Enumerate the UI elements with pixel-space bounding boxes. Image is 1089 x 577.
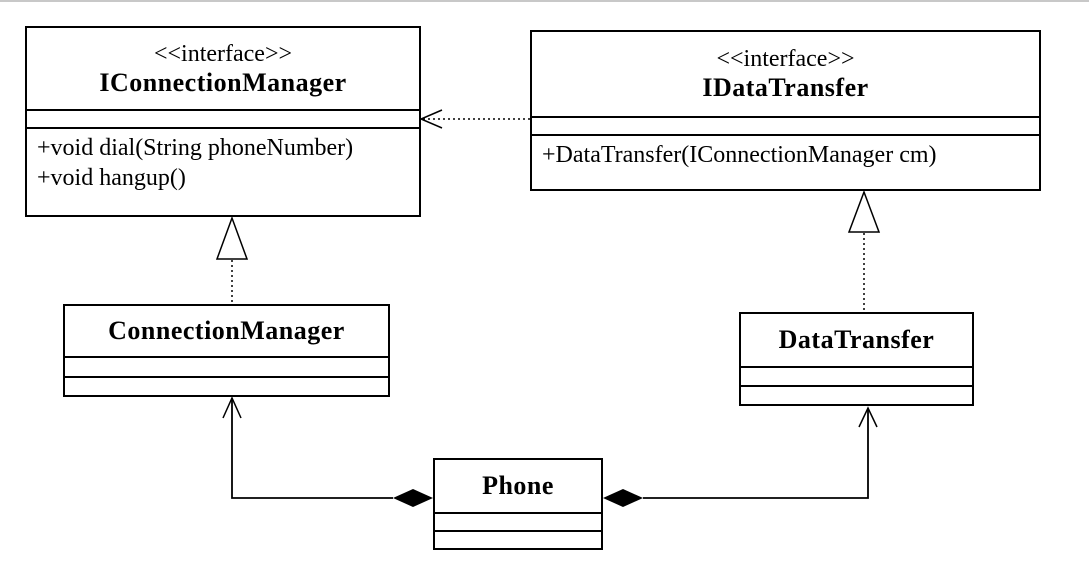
class-iconnection-manager[interactable]: <<interface>> IConnectionManager +void d… <box>25 26 421 217</box>
attributes-compartment <box>435 512 601 530</box>
operations-compartment <box>435 530 601 548</box>
operations-compartment: +void dial(String phoneNumber) +void han… <box>27 127 419 215</box>
realization-edge-connection-manager <box>215 215 249 303</box>
composition-diamond <box>393 489 433 507</box>
stereotype-label: <<interface>> <box>716 46 855 72</box>
class-idata-transfer[interactable]: <<interface>> IDataTransfer +DataTransfe… <box>530 30 1041 191</box>
dependency-edge <box>419 109 530 129</box>
composition-diamond <box>603 489 643 507</box>
operation: +void hangup() <box>37 165 186 191</box>
class-connection-manager[interactable]: ConnectionManager <box>63 304 390 397</box>
class-name: Phone <box>482 471 554 500</box>
class-header: Phone <box>435 460 601 512</box>
attributes-compartment <box>65 356 388 376</box>
class-name: IDataTransfer <box>702 73 869 102</box>
operations-compartment: +DataTransfer(IConnectionManager cm) <box>532 134 1039 189</box>
composition-edge-data-transfer <box>603 406 878 507</box>
operations-compartment <box>741 385 972 404</box>
realization-edge-data-transfer <box>847 189 881 311</box>
attributes-compartment <box>741 366 972 385</box>
operation: +void dial(String phoneNumber) <box>37 135 354 161</box>
navigation-arrowhead <box>858 406 878 428</box>
stereotype-label: <<interface>> <box>153 40 293 67</box>
class-header: <<interface>> IConnectionManager <box>27 28 419 109</box>
realization-arrowhead <box>215 215 249 260</box>
class-name: DataTransfer <box>778 325 935 354</box>
operation: +DataTransfer(IConnectionManager cm) <box>542 142 937 168</box>
operations-compartment <box>65 376 388 395</box>
attributes-compartment <box>532 116 1039 134</box>
realization-arrowhead <box>847 189 881 233</box>
attributes-compartment <box>27 109 419 127</box>
class-header: <<interface>> IDataTransfer <box>532 32 1039 116</box>
navigation-arrowhead <box>222 396 242 419</box>
class-name: ConnectionManager <box>108 316 345 345</box>
class-phone[interactable]: Phone <box>433 458 603 550</box>
class-header: ConnectionManager <box>65 306 388 356</box>
top-border <box>0 0 1089 2</box>
class-data-transfer[interactable]: DataTransfer <box>739 312 974 406</box>
composition-edge-connection-manager <box>222 396 433 507</box>
class-name: IConnectionManager <box>99 67 347 97</box>
class-header: DataTransfer <box>741 314 972 366</box>
